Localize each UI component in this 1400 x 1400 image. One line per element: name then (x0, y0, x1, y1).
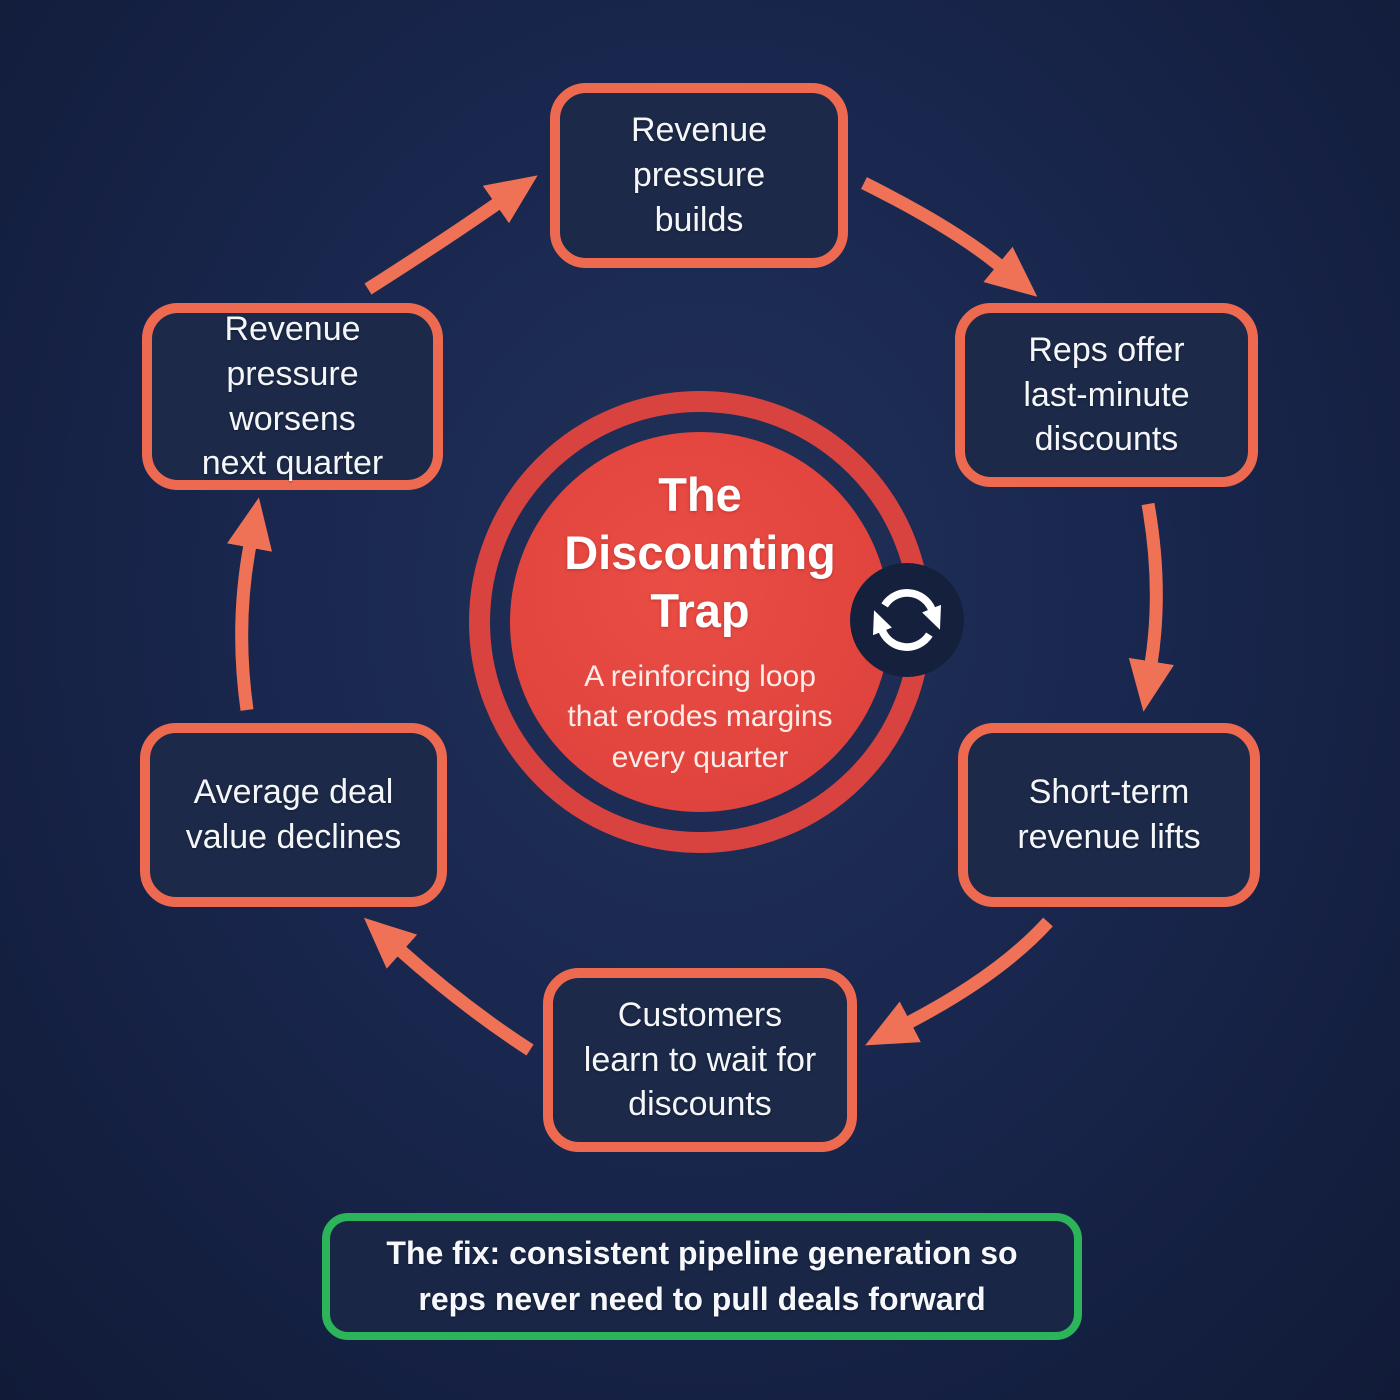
node-label: Average deal value declines (185, 773, 402, 856)
node-label: Short-term revenue lifts (1017, 773, 1201, 856)
arrow-bottom-to-bottom-left (363, 917, 534, 1056)
node-revenue-pressure-builds: Revenue pressure builds (550, 83, 848, 268)
cycle-icon-badge (850, 563, 964, 677)
fix-banner: The fix: consistent pipeline generation … (322, 1213, 1082, 1340)
node-label: Revenue pressure worsens next quarter (201, 309, 384, 483)
diagram-title: The Discounting Trap (564, 467, 836, 638)
node-customers-wait-for-discounts: Customers learn to wait for discounts (543, 968, 857, 1152)
cycle-arrows-icon (873, 589, 941, 651)
diagram-subtitle: A reinforcing loop that erodes margins e… (567, 659, 833, 774)
arrow-bottom-left-to-top-left (227, 497, 273, 711)
arrow-top-to-top-right (861, 177, 1038, 297)
icon-top-arc (881, 589, 941, 630)
icon-bottom-arc (873, 610, 933, 651)
node-reps-offer-discounts: Reps offer last-minute discounts (955, 303, 1258, 487)
arrow-top-right-to-bottom-right (1128, 502, 1175, 712)
center-hub: The Discounting Trap A reinforcing loop … (510, 432, 890, 812)
arrow-top-left-to-top (364, 175, 538, 295)
node-average-deal-value-declines: Average deal value declines (140, 723, 447, 907)
arrow-bottom-right-to-bottom (865, 917, 1053, 1046)
node-label: Revenue pressure builds (630, 111, 768, 239)
node-revenue-pressure-worsens: Revenue pressure worsens next quarter (142, 303, 443, 490)
fix-banner-label: The fix: consistent pipeline generation … (386, 1235, 1018, 1317)
node-label: Customers learn to wait for discounts (583, 995, 817, 1124)
node-short-term-revenue-lifts: Short-term revenue lifts (958, 723, 1260, 907)
node-label: Reps offer last-minute discounts (1023, 330, 1190, 459)
